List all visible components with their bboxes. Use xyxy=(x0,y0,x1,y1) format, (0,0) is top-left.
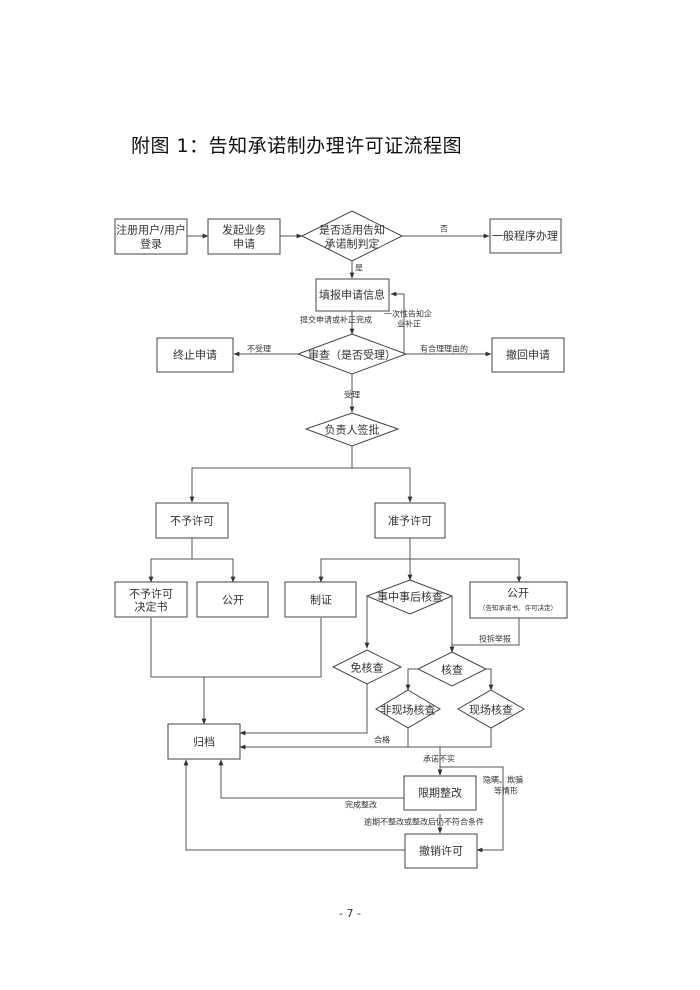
node-register: 注册用户/用户 登录 xyxy=(114,218,188,255)
node-offsite-check: 非现场核查 xyxy=(375,689,441,729)
node-grant: 准予许可 xyxy=(374,502,446,539)
label-yes: 是 xyxy=(355,264,363,273)
edge-split-grant xyxy=(352,467,413,503)
node-review-decision: 审查（是否受理） xyxy=(296,333,408,375)
node-general: 一般程序办理 xyxy=(489,218,562,254)
edge-deny-publish xyxy=(192,558,236,583)
node-check: 核查 xyxy=(416,651,488,687)
svg-text:发起业务: 发起业务 xyxy=(222,223,266,237)
svg-text:归档: 归档 xyxy=(193,735,215,749)
edge-grant-publish xyxy=(410,558,522,583)
svg-text:登录: 登录 xyxy=(140,237,162,251)
svg-text:现场核查: 现场核查 xyxy=(469,703,513,717)
svg-text:填报申请信息: 填报申请信息 xyxy=(319,288,385,302)
label-one-time-notice-1: 一次性告知企 xyxy=(384,309,432,319)
label-rectify-done: 完成整改 xyxy=(345,800,377,810)
node-terminate: 终止申请 xyxy=(156,337,234,373)
edge-check-offsite xyxy=(405,668,418,691)
edge-labels: 否 是 提交申请或补正完成 一次性告知企 业补正 不受理 有合理理由的 受理 投… xyxy=(247,225,523,827)
svg-text:审查（是否受理）: 审查（是否受理） xyxy=(308,348,396,362)
svg-text:制证: 制证 xyxy=(310,594,332,607)
svg-text:决定书: 决定书 xyxy=(135,600,168,614)
edge-concealment-revoke xyxy=(440,766,504,853)
label-not-accepted: 不受理 xyxy=(247,344,271,354)
svg-text:撤销许可: 撤销许可 xyxy=(419,844,463,858)
svg-text:注册用户/用户: 注册用户/用户 xyxy=(116,223,186,237)
svg-text:申请: 申请 xyxy=(233,238,255,251)
svg-text:事中事后核查: 事中事后核查 xyxy=(377,590,443,604)
svg-text:不予许可: 不予许可 xyxy=(129,588,173,601)
edges xyxy=(148,233,522,853)
edge-revoke-archive xyxy=(183,759,405,851)
node-approve-sign: 负责人签批 xyxy=(304,412,400,447)
page-number: - 7 - xyxy=(339,907,361,920)
node-post-check: 事中事后核查 xyxy=(365,579,454,615)
svg-text:准予许可: 准予许可 xyxy=(388,515,432,528)
svg-text:核查: 核查 xyxy=(441,663,463,677)
node-grant-publish: 公开 （告知承诺书、许可决定） xyxy=(469,581,568,619)
node-withdraw: 撤回申请 xyxy=(491,337,565,373)
svg-text:非现场核查: 非现场核查 xyxy=(381,703,436,717)
node-issue-cert: 制证 xyxy=(284,581,357,618)
label-no: 否 xyxy=(440,225,448,234)
edge-publish-check xyxy=(452,618,520,646)
node-deny-publish: 公开 xyxy=(196,581,269,618)
svg-text:一般程序办理: 一般程序办理 xyxy=(492,229,558,243)
label-complaint: 投拆举报 xyxy=(479,634,511,644)
node-onsite-check: 现场核查 xyxy=(456,689,526,729)
edge-split-deny xyxy=(189,467,352,503)
edge-rectify-archive xyxy=(218,759,404,799)
node-initiate: 发起业务 申请 xyxy=(207,218,281,255)
node-revoke: 撤销许可 xyxy=(404,833,478,869)
edge-deny-decision-archive xyxy=(150,618,204,678)
node-deny: 不予许可 xyxy=(155,502,229,539)
edge-checks-archive xyxy=(239,728,492,750)
label-reasonable: 有合理理由的 xyxy=(420,344,468,354)
edge-cert-archive xyxy=(201,618,322,725)
node-archive: 归档 xyxy=(167,723,241,760)
svg-text:限期整改: 限期整改 xyxy=(418,786,462,800)
edge-deny-decision xyxy=(148,558,192,583)
svg-text:撤回申请: 撤回申请 xyxy=(506,348,550,362)
svg-text:免核查: 免核查 xyxy=(351,661,384,675)
page-title: 附图 1：告知承诺制办理许可证流程图 xyxy=(131,135,463,157)
label-concealment-1: 隐瞒、欺骗 xyxy=(483,775,523,785)
edge-grant-cert xyxy=(318,558,410,583)
svg-text:终止申请: 终止申请 xyxy=(173,348,217,362)
grant-publish-sublabel: （告知承诺书、许可决定） xyxy=(479,603,557,612)
label-submit-done: 提交申请或补正完成 xyxy=(300,315,372,325)
node-rectify: 限期整改 xyxy=(403,775,477,811)
edge-check-onsite xyxy=(486,668,494,691)
node-exempt-check: 免核查 xyxy=(331,649,403,685)
label-accepted: 受理 xyxy=(344,390,360,400)
label-one-time-notice-2: 业补正 xyxy=(397,319,421,329)
label-promise-false: 承诺不实 xyxy=(423,754,455,764)
node-deny-decision: 不予许可 决定书 xyxy=(114,581,188,618)
svg-text:承诺制判定: 承诺制判定 xyxy=(325,237,380,251)
node-applicable-decision: 是否适用告知 承诺制判定 xyxy=(300,210,404,262)
svg-text:公开: 公开 xyxy=(222,594,244,607)
edge-exempt-archive xyxy=(239,684,368,736)
svg-text:公开: 公开 xyxy=(507,587,529,600)
svg-text:是否适用告知: 是否适用告知 xyxy=(319,223,385,237)
label-overdue: 逾期不整改或整改后仍不符合条件 xyxy=(364,817,484,827)
node-fill-info: 填报申请信息 xyxy=(315,278,390,312)
edge-review-fill-feedback xyxy=(390,291,405,354)
svg-text:不予许可: 不予许可 xyxy=(170,515,214,528)
label-concealment-2: 等情形 xyxy=(494,786,518,796)
label-qualified: 合格 xyxy=(374,735,390,745)
svg-text:负责人签批: 负责人签批 xyxy=(325,423,380,437)
